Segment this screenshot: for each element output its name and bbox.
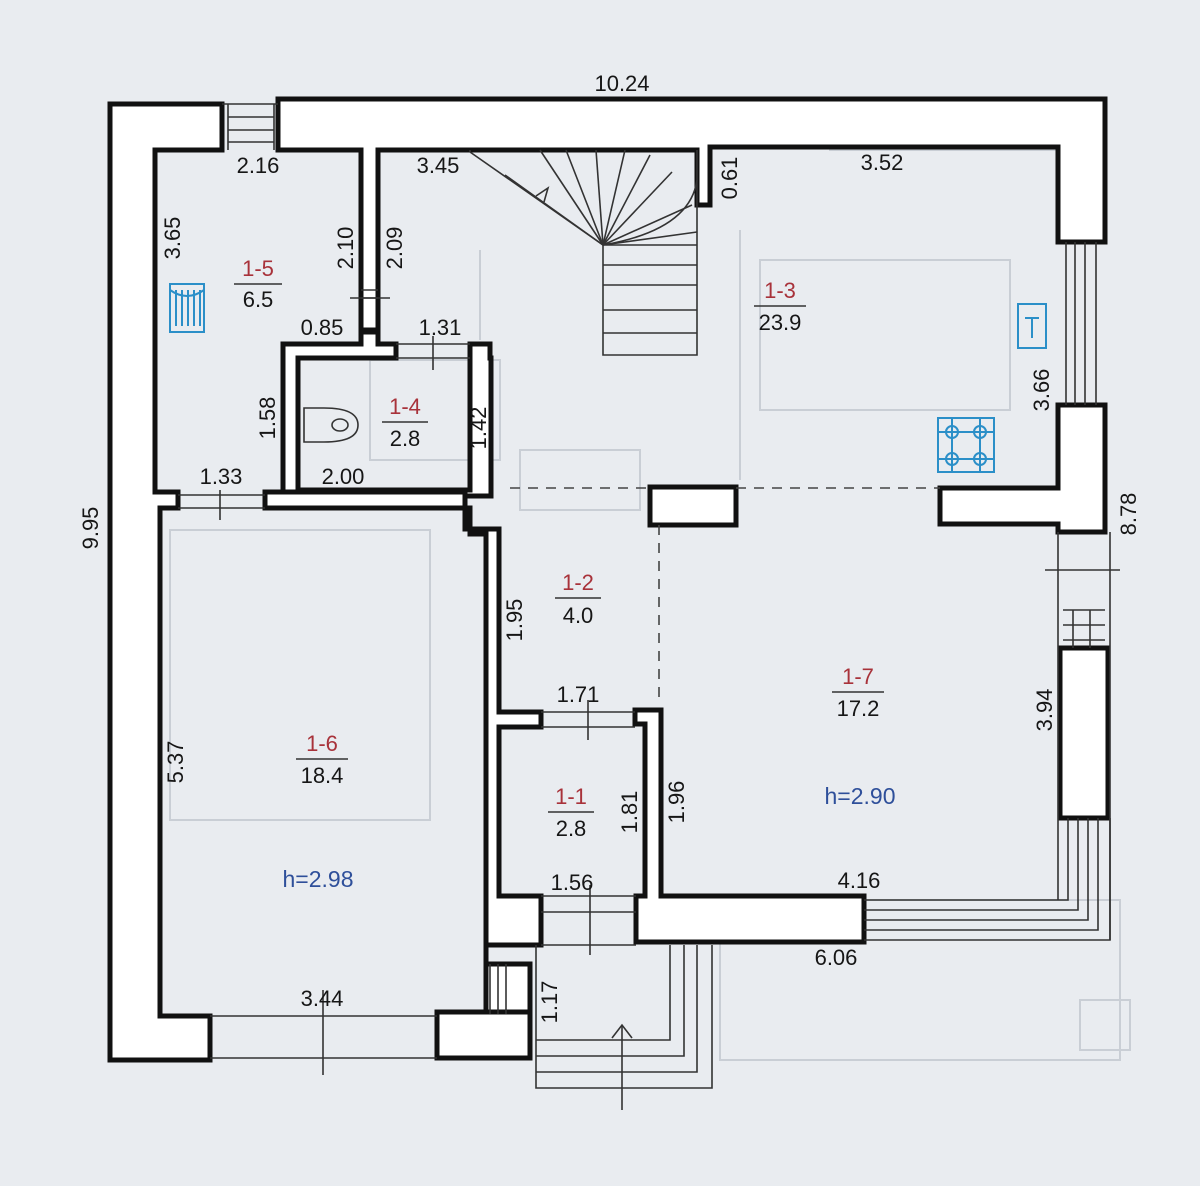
room-number: 1-1 bbox=[555, 784, 587, 809]
room-area: 4.0 bbox=[563, 603, 594, 628]
room-1-7: 1-7 17.2 bbox=[832, 664, 884, 721]
wall-right-upper bbox=[937, 402, 1108, 535]
walls bbox=[107, 96, 1111, 1063]
dim-1-81: 1.81 bbox=[617, 791, 642, 834]
room-area: 2.8 bbox=[556, 816, 587, 841]
dimension-labels: 10.24 9.95 8.78 2.16 3.65 2.10 2.09 3.45… bbox=[78, 71, 1141, 1023]
staircase-icon bbox=[469, 149, 698, 356]
dim-3-45: 3.45 bbox=[417, 153, 460, 178]
dim-2-00: 2.00 bbox=[322, 464, 365, 489]
dim-3-94: 3.94 bbox=[1032, 689, 1057, 732]
dim-1-17: 1.17 bbox=[537, 981, 562, 1024]
dim-0-85: 0.85 bbox=[301, 315, 344, 340]
dim-3-44: 3.44 bbox=[301, 986, 344, 1011]
room-area: 23.9 bbox=[759, 310, 802, 335]
dim-3-66: 3.66 bbox=[1029, 369, 1054, 412]
stove-icon bbox=[937, 417, 995, 473]
column bbox=[647, 484, 739, 528]
room-1-4: 1-4 2.8 bbox=[382, 394, 428, 451]
dim-1-31: 1.31 bbox=[419, 315, 462, 340]
wall-bottom-block bbox=[434, 1009, 533, 1061]
room-number: 1-3 bbox=[764, 278, 796, 303]
dim-1-58: 1.58 bbox=[255, 397, 280, 440]
dim-3-52: 3.52 bbox=[861, 150, 904, 175]
wall-bathroom bbox=[280, 329, 494, 499]
room-1-2: 1-2 4.0 bbox=[555, 570, 601, 628]
ceiling-heights: h=2.90 h=2.98 bbox=[283, 783, 896, 892]
dim-total-width: 10.24 bbox=[594, 71, 649, 96]
dimension-ticks bbox=[219, 297, 1120, 1110]
dim-4-16: 4.16 bbox=[838, 868, 881, 893]
room-area: 17.2 bbox=[837, 696, 880, 721]
sink-icon bbox=[1017, 303, 1047, 349]
radiator-icon bbox=[169, 283, 205, 333]
room-1-6: 1-6 18.4 bbox=[296, 731, 348, 788]
dim-0-61: 0.61 bbox=[717, 157, 742, 200]
dim-1-95: 1.95 bbox=[502, 599, 527, 642]
room-number: 1-2 bbox=[562, 570, 594, 595]
dim-right-depth: 8.78 bbox=[1116, 493, 1141, 536]
room-number: 1-6 bbox=[306, 731, 338, 756]
dim-2-10: 2.10 bbox=[333, 227, 358, 270]
dim-1-33: 1.33 bbox=[200, 464, 243, 489]
height-right: h=2.90 bbox=[825, 783, 896, 809]
room-area: 6.5 bbox=[243, 287, 274, 312]
zone-separators bbox=[510, 487, 940, 700]
wall-room7 bbox=[632, 707, 867, 945]
wall-right-pier bbox=[1057, 645, 1111, 821]
room-number: 1-7 bbox=[842, 664, 874, 689]
room-1-1: 1-1 2.8 bbox=[548, 784, 594, 841]
dim-1-56: 1.56 bbox=[551, 870, 594, 895]
dim-5-37: 5.37 bbox=[163, 741, 188, 784]
dim-2-09: 2.09 bbox=[382, 227, 407, 270]
room-area: 18.4 bbox=[301, 763, 344, 788]
height-left: h=2.98 bbox=[283, 866, 354, 892]
background-ghost-lines bbox=[169, 109, 1131, 1061]
dim-2-16: 2.16 bbox=[237, 153, 280, 178]
room-1-3: 1-3 23.9 bbox=[754, 278, 806, 335]
room-number: 1-4 bbox=[389, 394, 421, 419]
dim-total-depth: 9.95 bbox=[78, 507, 103, 550]
toilet-icon bbox=[303, 407, 359, 443]
dim-1-42: 1.42 bbox=[466, 407, 491, 450]
dim-3-65: 3.65 bbox=[160, 217, 185, 260]
room-area: 2.8 bbox=[390, 426, 421, 451]
room-labels: 1-5 6.5 1-3 23.9 1-4 2.8 1-2 4.0 1-7 17.… bbox=[234, 256, 884, 841]
room-number: 1-5 bbox=[242, 256, 274, 281]
dim-1-71: 1.71 bbox=[557, 682, 600, 707]
dim-1-96: 1.96 bbox=[664, 781, 689, 824]
room-1-5: 1-5 6.5 bbox=[234, 256, 282, 312]
wall-top bbox=[275, 96, 1108, 333]
dim-6-06: 6.06 bbox=[815, 945, 858, 970]
